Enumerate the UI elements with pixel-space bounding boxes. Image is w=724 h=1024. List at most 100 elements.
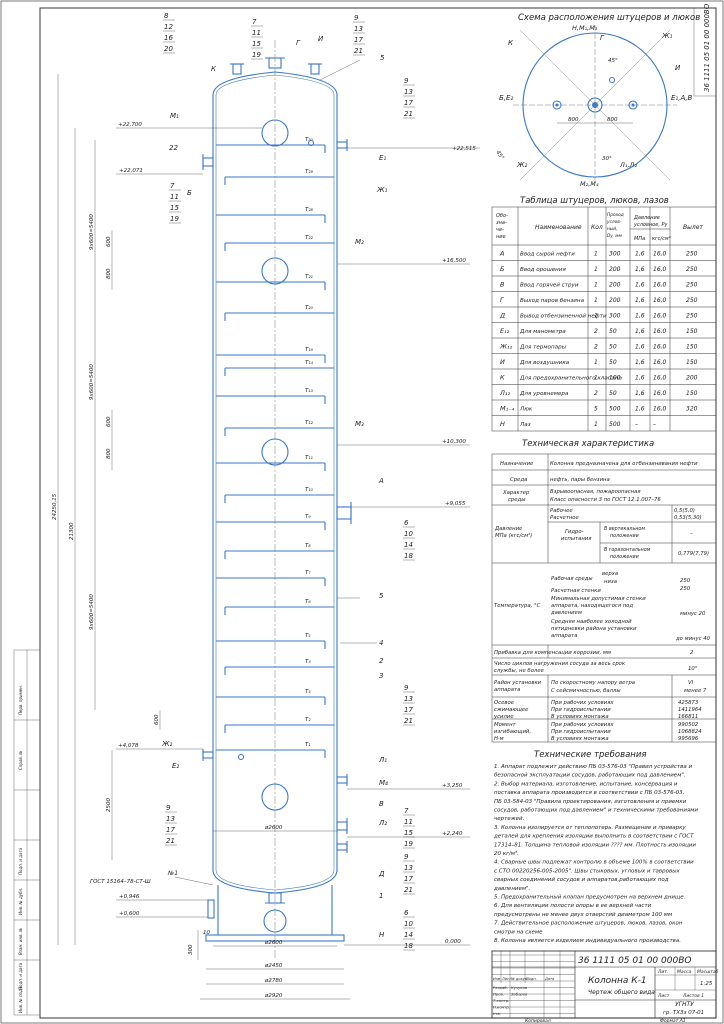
stamp-dubl: Инв. № дубл.	[18, 888, 23, 915]
dim-d2600-b: ø2600	[264, 940, 283, 946]
td-qty: 1	[594, 266, 598, 273]
tc-temp-l3: пятидневки района установки	[551, 626, 637, 632]
tray-label: T₁	[305, 742, 311, 748]
dim-9x600-b: 9x600=5400	[89, 364, 95, 400]
td-mpa: 1,6	[635, 266, 645, 273]
callout-number: 11	[404, 818, 413, 826]
td-dn: 200	[609, 282, 621, 289]
tray-label: T₂	[305, 717, 311, 723]
td-vylet: 250	[686, 251, 698, 258]
tb-org2: гр. ТХЗз 07-01	[663, 1010, 704, 1016]
tc-moment-v: 995696	[678, 736, 699, 742]
td-name: Для предохранительного клапана	[519, 376, 623, 382]
td-vylet: 150	[686, 359, 698, 366]
td-dn: 50	[609, 359, 617, 366]
dim-d2780: ø2780	[264, 978, 283, 984]
tc-corr-v: 2	[690, 650, 694, 656]
req-line: чертежей.	[494, 816, 525, 822]
tc-temp-h: Температура, °С	[494, 603, 541, 609]
tc-horiz-v: 0,779(7,79)	[678, 551, 709, 557]
letter-zh2: Ж₂	[161, 740, 173, 748]
tc-temp-l1: Расчетная стенки	[551, 588, 601, 594]
td-name: Ввод орошения	[520, 267, 566, 273]
tc-mchar: Класс опасности 3 по ГОСТ 12.1.007–76	[550, 497, 661, 503]
tc-hydro: Гидро-	[565, 529, 584, 535]
nozzle-table: Таблица штуцеров, люков, лазов Обо-зна-ч…	[491, 196, 717, 432]
letter-l1: Л₁	[378, 756, 387, 764]
td-mpa: 1,6	[635, 282, 645, 289]
tc-calc-v: 0,53(5,30)	[674, 515, 702, 521]
th-mpa: МПа	[634, 236, 645, 242]
td-mark: И	[500, 358, 505, 366]
td-qty: 2	[594, 328, 598, 335]
td-kgs: 16,0	[653, 359, 667, 366]
scheme-m2m4: М₂,М₄	[580, 180, 599, 188]
tc-temp-l2: Минимальная допустимая стенки	[551, 596, 646, 602]
tray-label: T₂₂	[305, 235, 314, 241]
stamp-podp2: Подп. и дата	[18, 962, 23, 990]
td-mark: Е₁₂	[500, 327, 510, 335]
n1-label: №1	[167, 870, 178, 877]
corner-code: 36 1111 05 01 00 000ВО	[703, 3, 711, 92]
td-dn: 50	[609, 390, 617, 397]
tb-scale: Масштаб	[697, 969, 719, 975]
th-mark: зна-	[496, 220, 507, 226]
callout-number: 9	[404, 853, 409, 861]
tc-work: Рабочее	[550, 508, 573, 514]
nozzle-l2	[336, 843, 348, 851]
dim-9x600-c: 9x600=5400	[89, 594, 95, 630]
callout-number: 18	[404, 942, 413, 950]
tc-axial-v: 1411964	[678, 707, 702, 713]
tb-role-1: Пров.	[493, 992, 504, 997]
td-name: Для термопары	[519, 345, 567, 351]
dim-2500: 2500	[106, 798, 112, 812]
horizontal-dims: ø2600 ø2600 ø2450 ø2780 ø2920 10 300	[188, 825, 350, 1000]
corner-code-box	[693, 7, 717, 97]
dim-total: 24250,15	[52, 493, 58, 520]
req-line: 7. Действительное расположение штуцеров,…	[494, 921, 683, 927]
letter-k: К	[211, 65, 217, 73]
tray-label: T₁₄	[305, 360, 314, 366]
td-mpa: 1,6	[635, 406, 645, 413]
callout-number: 6	[404, 909, 409, 917]
td-kgs: 16,0	[653, 390, 667, 397]
part-5-top: 5	[380, 54, 385, 62]
req-line: предусмотрены не менее двух отверстий ди…	[494, 912, 672, 918]
callout-number: 10	[404, 530, 413, 538]
callout-number: 13	[404, 864, 413, 872]
td-dn: 200	[609, 266, 621, 273]
th-mark: че-	[496, 227, 504, 233]
tc-mchar: Взрывоопасная, пожароопасная	[550, 489, 641, 495]
tc-axial-l: В условиях монтажа	[551, 714, 609, 720]
td-qty: 2	[594, 390, 598, 397]
td-qty: 2	[594, 344, 598, 351]
td-dn: 500	[609, 406, 621, 413]
callout-number: 8	[164, 12, 169, 20]
stamp-podl: Инв. № подл.	[18, 985, 23, 1013]
tray-label: T₇	[305, 570, 311, 576]
tc-cyc-h2: службы, не более	[494, 668, 545, 674]
tc-moment-v: 990502	[678, 722, 699, 728]
thermo-zh2	[237, 753, 245, 761]
tray-label: T₂₀	[305, 305, 314, 311]
scheme-angle2: 45°	[494, 150, 505, 162]
req-line: сосудов, работающих под давлением" и тех…	[494, 808, 698, 814]
tech-requirements: Технические требования 1. Аппарат подлеж…	[493, 750, 698, 944]
tb-role-3: Н.контр.	[493, 1005, 510, 1010]
stamp-podp1: Подп. и дата	[18, 847, 23, 875]
tc-reg-h: Район установки	[494, 680, 542, 686]
req-line: безопасной эксплуатации сосудов, работаю…	[494, 773, 686, 779]
callout-number: 7	[170, 182, 175, 190]
tb-lit: Лит.	[657, 969, 668, 975]
td-vylet: 250	[686, 282, 698, 289]
req-line: 5. Предохранительный клапан предусмотрен…	[494, 895, 686, 901]
callout-number: 15	[404, 829, 413, 837]
th-name: Наименование	[535, 224, 582, 231]
req-line: поставка аппарата производится в соответ…	[494, 790, 685, 796]
th-mark: ние	[496, 234, 506, 240]
part-3: 3	[379, 672, 383, 680]
td-mark: А	[499, 250, 504, 258]
elev-22700: +22,700	[118, 122, 142, 128]
dim-d2920: ø2920	[264, 993, 283, 999]
tb-sheet: Лист	[657, 993, 670, 999]
